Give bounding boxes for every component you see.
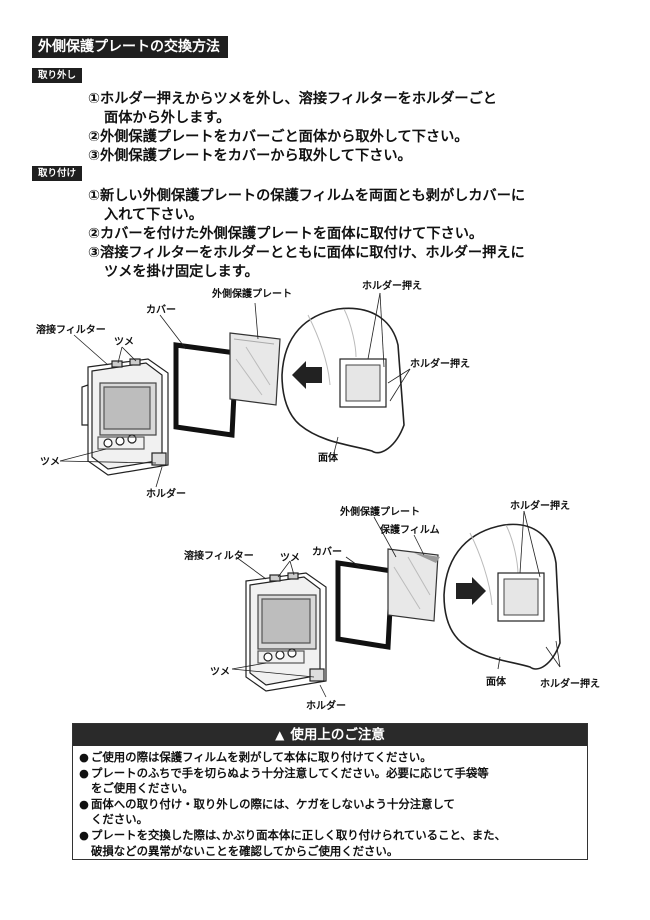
label-holder: ホルダー bbox=[146, 487, 186, 500]
caution-box: ▲ 使用上のご注意 ●ご使用の際は保護フィルムを剥がして本体に取り付けてください。… bbox=[72, 723, 588, 860]
removal-step-3: ③外側保護プレートをカバーから取外して下さい。 bbox=[88, 148, 412, 164]
bullet-icon: ● bbox=[79, 796, 89, 811]
caution-item: ●ご使用の際は保護フィルムを剥がして本体に取り付けてください。 bbox=[79, 750, 432, 764]
insert-arrow-icon bbox=[292, 361, 322, 389]
caution-item: ●プレートのふちで手を切らぬよう十分注意してください。必要に応じて手袋等 をご使… bbox=[79, 765, 489, 796]
cover-frame bbox=[173, 342, 239, 438]
removal-step-1: ①ホルダー押えからツメを外し、溶接フィルターをホルダーごと 面体から外します。 bbox=[88, 91, 497, 126]
label-cover: カバー bbox=[146, 304, 176, 316]
label-shell-2: 面体 bbox=[486, 675, 507, 688]
label-holder-press-top-2: ホルダー押え bbox=[510, 499, 570, 512]
bullet-icon: ● bbox=[79, 765, 89, 780]
label-tsume-top-2: ツメ bbox=[280, 552, 300, 564]
label-cover-2: カバー bbox=[312, 546, 342, 558]
leader-lines-2 bbox=[231, 510, 561, 698]
install-step-2: ②カバーを付けた外側保護プレートを面体に取付けて下さい。 bbox=[88, 226, 484, 242]
removal-tag: 取り外し bbox=[32, 68, 83, 83]
removal-step-2: ②外側保護プレートをカバーごと面体から取外して下さい。 bbox=[88, 129, 469, 145]
install-steps: ①新しい外側保護プレートの保護フィルムを両面とも剥がしカバーに 入れて下さい。 … bbox=[88, 187, 598, 282]
label-film: 保護フィルム bbox=[379, 523, 440, 536]
caution-item: ●面体への取り付け・取り外しの際には、ケガをしないよう十分注意して ください。 bbox=[79, 796, 455, 827]
label-tsume-bottom-2: ツメ bbox=[210, 666, 230, 678]
cover-frame-2 bbox=[335, 560, 395, 650]
welding-filter-holder-2 bbox=[245, 572, 327, 692]
label-holder-press-right: ホルダー押え bbox=[410, 357, 470, 370]
label-tsume-top: ツメ bbox=[114, 336, 134, 348]
leader-lines bbox=[59, 292, 411, 488]
removal-steps: ①ホルダー押えからツメを外し、溶接フィルターをホルダーごと 面体から外します。 … bbox=[88, 90, 598, 166]
helmet-shell-2 bbox=[443, 523, 561, 670]
bullet-icon: ● bbox=[79, 750, 89, 764]
removal-diagram: 外側保護プレート ホルダー押え カバー 溶接フィルター ツメ ホルダー押え ツメ… bbox=[36, 279, 470, 500]
welding-filter-holder bbox=[81, 358, 169, 476]
helmet-shell bbox=[281, 307, 405, 454]
label-holder-press-bottom-2: ホルダー押え bbox=[540, 677, 600, 690]
caution-item: ●プレートを交換した際は､かぶり面本体に正しく取り付けられていること、また、 破… bbox=[79, 827, 506, 858]
label-filter: 溶接フィルター bbox=[36, 323, 106, 336]
bullet-icon: ● bbox=[79, 827, 89, 842]
warning-icon: ▲ bbox=[275, 728, 285, 742]
install-diagram: 外側保護プレート ホルダー押え 保護フィルム 溶接フィルター ツメ カバー ツメ… bbox=[184, 499, 600, 712]
protective-film bbox=[414, 553, 440, 563]
install-step-3: ③溶接フィルターをホルダーとともに面体に取付け、ホルダー押えに ツメを掛け固定し… bbox=[88, 245, 525, 280]
insert-arrow-icon-2 bbox=[456, 577, 486, 605]
install-step-1: ①新しい外側保護プレートの保護フィルムを両面とも剥がしカバーに 入れて下さい。 bbox=[88, 188, 526, 223]
label-filter-2: 溶接フィルター bbox=[184, 549, 254, 562]
outer-protective-plate bbox=[229, 332, 281, 406]
page-title: 外側保護プレートの交換方法 bbox=[32, 36, 228, 58]
label-outer-plate: 外側保護プレート bbox=[211, 287, 292, 300]
label-holder-press-top: ホルダー押え bbox=[362, 279, 422, 292]
install-tag: 取り付け bbox=[32, 166, 83, 181]
label-outer-plate-2: 外側保護プレート bbox=[339, 505, 420, 518]
caution-header: ▲ 使用上のご注意 bbox=[73, 724, 587, 746]
label-tsume-bottom: ツメ bbox=[40, 456, 60, 468]
caution-list: ●ご使用の際は保護フィルムを剥がして本体に取り付けてください。 ●プレートのふち… bbox=[73, 746, 587, 859]
caution-title: 使用上のご注意 bbox=[290, 727, 385, 743]
label-holder-2: ホルダー bbox=[306, 699, 346, 712]
label-shell: 面体 bbox=[318, 451, 339, 464]
outer-protective-plate-2 bbox=[387, 548, 440, 622]
